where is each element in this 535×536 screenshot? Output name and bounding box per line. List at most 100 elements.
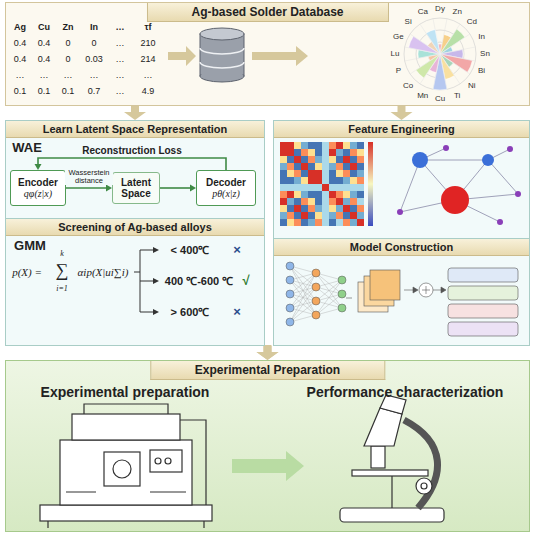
text-label: > 600℃ <box>171 306 210 318</box>
heat-cell <box>350 184 357 191</box>
heat-cell <box>343 163 350 170</box>
heat-cell <box>315 170 322 177</box>
heat-cell <box>315 177 322 184</box>
network-graph <box>497 219 503 225</box>
text-label: k <box>60 250 64 259</box>
table-cell: 214 <box>140 55 155 65</box>
heat-cell <box>294 184 301 191</box>
nn-link <box>316 280 342 301</box>
nn-unit <box>338 276 346 284</box>
table-cell: … <box>40 71 49 81</box>
heat-cell <box>357 219 364 226</box>
heat-cell <box>322 219 329 226</box>
nn-unit <box>312 311 320 319</box>
process-box: Decoderpθ(x|z) <box>196 170 256 206</box>
hot-press-machine <box>40 505 212 521</box>
microscope <box>371 446 385 468</box>
heat-cell <box>329 184 336 191</box>
heat-cell <box>315 191 322 198</box>
database-icon <box>200 28 244 82</box>
heat-cell <box>350 149 357 156</box>
spoke <box>440 24 460 54</box>
heat-cell <box>350 156 357 163</box>
section-panel: Feature EngineeringModel Construction <box>273 120 530 346</box>
heat-cell <box>357 149 364 156</box>
connector-line <box>160 187 190 189</box>
panel-ground <box>5 120 265 346</box>
element-label: Zn <box>453 8 462 17</box>
hot-press-machine <box>66 404 186 492</box>
heat-cell <box>315 142 322 149</box>
heat-cell <box>301 142 308 149</box>
panel-ground <box>5 2 530 106</box>
network-graph <box>488 160 518 194</box>
neural-network <box>422 286 430 294</box>
heat-cell <box>301 149 308 156</box>
panel-ground <box>5 360 530 532</box>
nn-unit <box>286 262 294 270</box>
heat-cell <box>322 191 329 198</box>
heat-cell <box>301 205 308 212</box>
section-heading: Screening of Ag-based alloys <box>6 219 264 236</box>
heat-cell <box>287 184 294 191</box>
microscope <box>352 470 428 476</box>
heat-cell <box>280 205 287 212</box>
nn-unit <box>312 269 320 277</box>
section-panel: Ag-based Solder Database <box>5 2 530 106</box>
heat-cell <box>322 212 329 219</box>
nn-link <box>290 287 316 322</box>
element-label: Ge <box>393 32 404 41</box>
nn-unit <box>312 297 320 305</box>
nn-unit <box>312 283 320 291</box>
heat-cell <box>329 177 336 184</box>
heat-cell <box>336 142 343 149</box>
heat-cell <box>308 163 315 170</box>
microscope <box>340 508 444 522</box>
heat-cell <box>308 149 315 156</box>
heat-cell <box>301 219 308 226</box>
network-graph <box>441 186 469 214</box>
connector <box>160 185 196 192</box>
heat-cell <box>280 191 287 198</box>
connector-line <box>131 106 139 112</box>
network-graph <box>420 160 488 161</box>
heat-cell <box>294 212 301 219</box>
heat-cell <box>294 177 301 184</box>
heat-cell <box>329 212 336 219</box>
heat-cell <box>329 142 336 149</box>
heat-cell <box>329 156 336 163</box>
network-graph <box>443 145 449 151</box>
element-label: Bi <box>478 67 485 76</box>
wedge <box>426 30 440 55</box>
element-label: Ca <box>418 8 428 17</box>
heat-cell <box>322 184 329 191</box>
heat-cell <box>287 170 294 177</box>
table-cell: … <box>64 71 73 81</box>
heat-cell <box>315 163 322 170</box>
heat-cell <box>315 219 322 226</box>
heat-cell <box>350 163 357 170</box>
hot-press-machine <box>60 440 192 505</box>
network-graph <box>482 154 494 166</box>
heat-cell <box>329 198 336 205</box>
neural-network <box>448 286 518 300</box>
heat-cell <box>301 198 308 205</box>
heatmap <box>280 142 364 226</box>
heat-cell <box>343 212 350 219</box>
process-box: Latent Space <box>112 172 160 204</box>
element-label: Co <box>403 81 413 90</box>
text-label: GMM <box>14 239 46 253</box>
heat-cell <box>357 191 364 198</box>
box-text: Latent Space <box>113 177 159 200</box>
database-icon <box>200 28 244 40</box>
heat-cell <box>357 212 364 219</box>
element-label: Ni <box>468 81 476 90</box>
table-cell: 0.4 <box>38 39 51 49</box>
table-cell: 0.1 <box>14 87 27 97</box>
heat-cell <box>294 156 301 163</box>
heat-cell <box>280 212 287 219</box>
heat-cell <box>315 149 322 156</box>
hot-press-machine <box>165 458 171 464</box>
heat-cell <box>350 191 357 198</box>
heat-cell <box>280 219 287 226</box>
